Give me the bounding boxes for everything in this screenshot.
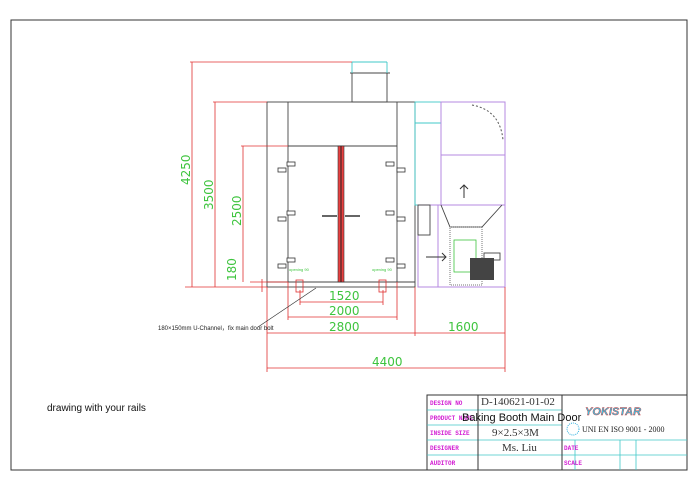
designer: Ms. Liu — [502, 442, 537, 454]
spring-label-right: opening 90 — [372, 267, 393, 272]
product-name: Baking Booth Main Door — [462, 412, 582, 424]
iso-cert: UNI EN ISO 9001 - 2000 — [582, 425, 664, 434]
dim-inner-rail: 1520 — [329, 289, 360, 303]
date-label: DATE — [564, 445, 579, 452]
dim-unit-width: 1600 — [448, 320, 479, 334]
design-no: D-140621-01-02 — [481, 396, 555, 408]
title-block: DESIGN NO PRODUCT NAME INSIDE SIZE DESIG… — [426, 394, 688, 471]
dim-overall-height: 4250 — [179, 154, 193, 185]
dim-booth-width: 2800 — [329, 320, 360, 334]
hinges — [277, 161, 406, 269]
design-no-label: DESIGN NO — [430, 400, 463, 407]
dim-booth-height: 3500 — [202, 179, 216, 210]
scale-label: SCALE — [564, 460, 582, 467]
auditor-label: AUDITOR — [430, 460, 456, 467]
dim-total-width: 4400 — [372, 355, 403, 369]
drawing-border — [10, 19, 688, 471]
spring-label-left: opening 90 — [289, 267, 310, 272]
cert-badge-icon — [566, 422, 580, 436]
dim-door-height: 2500 — [230, 195, 244, 226]
caption: drawing with your rails — [47, 403, 146, 414]
motor — [470, 258, 494, 280]
dimension-lines — [185, 61, 506, 372]
heating-unit — [414, 101, 506, 288]
designer-label: DESIGNER — [430, 445, 459, 452]
booth-front-view: opening 90 opening 90 — [266, 61, 416, 293]
inside-size-label: INSIDE SIZE — [430, 430, 470, 437]
dim-base-height: 180 — [225, 258, 239, 281]
company-logo: YOKISTAR — [585, 406, 641, 418]
product-label: PRODUCT NAME — [430, 415, 474, 422]
inside-size: 9×2.5×3M — [492, 427, 539, 439]
channel-note: 180×150mm U-Channel，fix main door bolt — [158, 326, 274, 332]
dim-door-width: 2000 — [329, 304, 360, 318]
chimney — [351, 72, 388, 103]
